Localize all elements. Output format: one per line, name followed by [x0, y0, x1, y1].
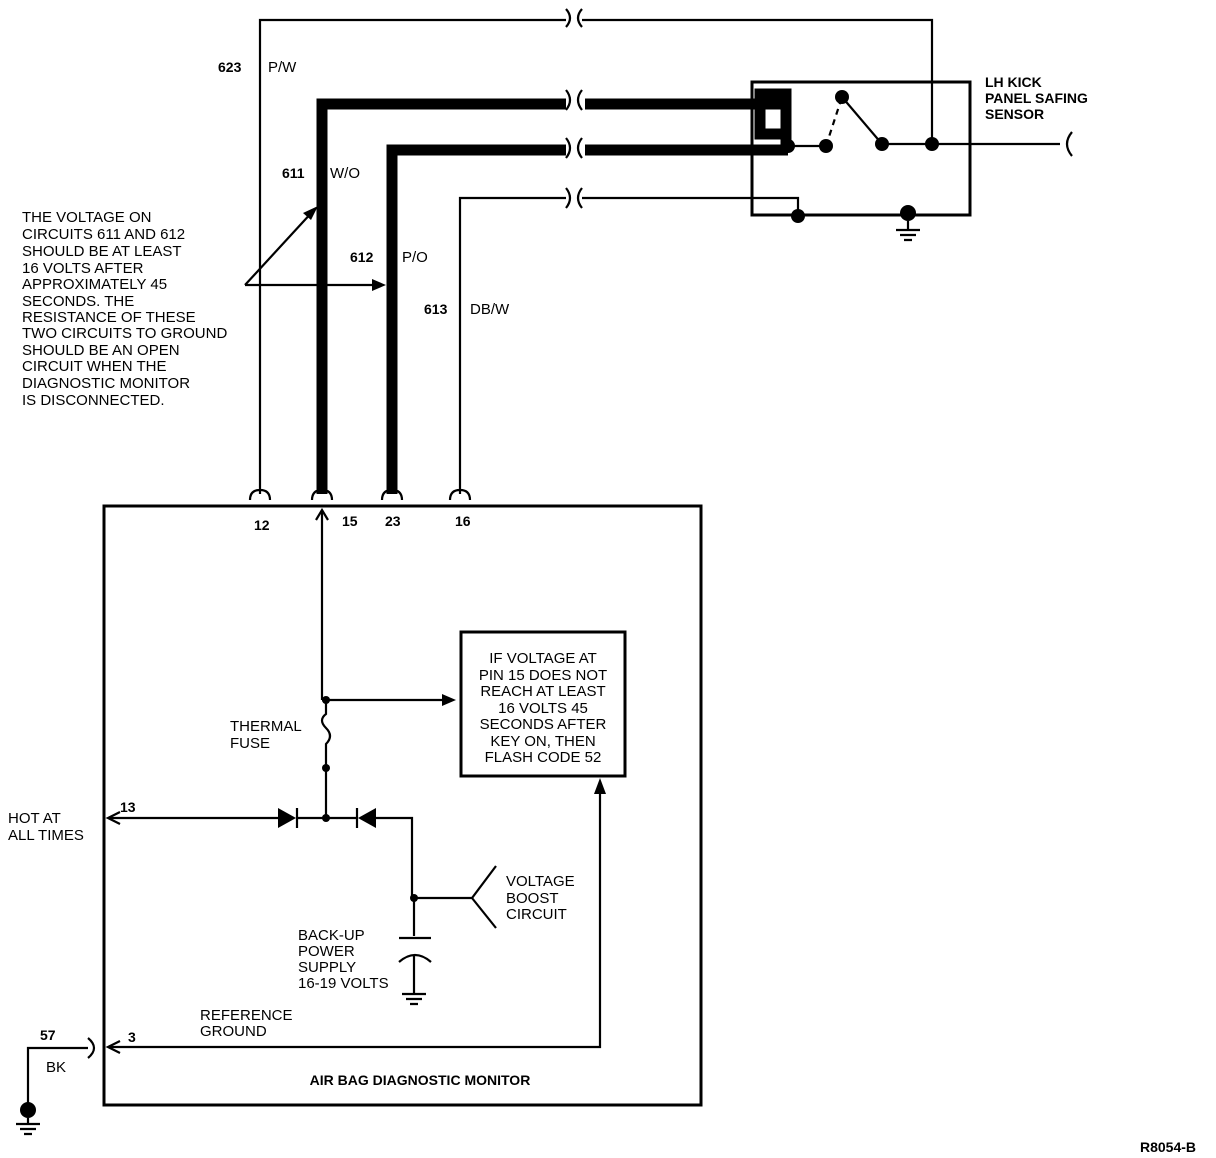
- circuit-612-color: P/O: [402, 249, 428, 266]
- safing-sensor-switch: [781, 90, 1073, 223]
- svg-text:SHOULD BE AN OPEN: SHOULD BE AN OPEN: [22, 342, 180, 359]
- pin-3-label: 3: [128, 1029, 136, 1045]
- svg-text:16 VOLTS 45: 16 VOLTS 45: [498, 700, 588, 717]
- hot-at-label-2: ALL TIMES: [8, 827, 84, 844]
- sensor-title-line-1: LH KICK: [985, 74, 1042, 90]
- figure-id: R8054-B: [1140, 1139, 1196, 1155]
- safing-sensor-contact: [754, 88, 792, 140]
- svg-text:SECONDS. THE: SECONDS. THE: [22, 293, 134, 310]
- voltage-boost-label-3: CIRCUIT: [506, 906, 567, 923]
- svg-text:RESISTANCE OF THESE: RESISTANCE OF THESE: [22, 309, 196, 326]
- svg-text:CIRCUITS 611 AND 612: CIRCUITS 611 AND 612: [22, 226, 185, 243]
- svg-text:THE VOLTAGE ON: THE VOLTAGE ON: [22, 209, 151, 226]
- svg-text:SECONDS AFTER: SECONDS AFTER: [480, 716, 607, 733]
- thermal-fuse-label-1: THERMAL: [230, 718, 302, 735]
- backup-label-3: SUPPLY: [298, 959, 356, 976]
- circuit-612-number: 612: [350, 249, 374, 265]
- voltage-boost-label-1: VOLTAGE: [506, 873, 575, 890]
- circuit-623-number: 623: [218, 59, 242, 75]
- circuit-613-wire: [458, 196, 800, 494]
- svg-text:IS DISCONNECTED.: IS DISCONNECTED.: [22, 392, 165, 409]
- reference-ground-label-2: GROUND: [200, 1023, 267, 1040]
- thermal-fuse-label-2: FUSE: [230, 735, 270, 752]
- svg-text:CIRCUIT WHEN THE: CIRCUIT WHEN THE: [22, 358, 166, 375]
- safing-sensor-box: [750, 80, 972, 217]
- circuit-611-color: W/O: [330, 165, 360, 182]
- hot-at-all-times-line: [105, 808, 414, 898]
- backup-label-1: BACK-UP: [298, 927, 365, 944]
- hot-at-label-1: HOT AT: [8, 810, 61, 827]
- svg-text:APPROXIMATELY 45: APPROXIMATELY 45: [22, 276, 167, 293]
- circuit-613-color: DB/W: [470, 301, 510, 318]
- inline-connectors: [565, 8, 583, 209]
- backup-label-2: POWER: [298, 943, 355, 960]
- svg-text:PIN 15 DOES NOT: PIN 15 DOES NOT: [479, 667, 607, 684]
- svg-text:IF VOLTAGE AT: IF VOLTAGE AT: [489, 650, 597, 667]
- circuit-611-number: 611: [282, 165, 305, 181]
- pin-13-label: 13: [120, 799, 136, 815]
- voltage-boost-label-2: BOOST: [506, 890, 559, 907]
- pin-15-internal-line: [315, 507, 456, 706]
- svg-text:DIAGNOSTIC MONITOR: DIAGNOSTIC MONITOR: [22, 375, 190, 392]
- thermal-fuse-icon: [320, 700, 332, 818]
- svg-text:REACH AT LEAST: REACH AT LEAST: [480, 683, 605, 700]
- sensor-ground-icon: [896, 205, 920, 242]
- ground-circuit-color: BK: [46, 1059, 66, 1076]
- svg-text:KEY ON, THEN: KEY ON, THEN: [490, 733, 595, 750]
- svg-text:TWO CIRCUITS TO GROUND: TWO CIRCUITS TO GROUND: [22, 325, 227, 342]
- svg-text:16 VOLTS AFTER: 16 VOLTS AFTER: [22, 260, 144, 277]
- pin-23-label: 23: [385, 513, 401, 529]
- ground-circuit-number: 57: [40, 1027, 56, 1043]
- flash-code-note: IF VOLTAGE AT PIN 15 DOES NOT REACH AT L…: [479, 650, 607, 766]
- voltage-boost-junction: [410, 865, 497, 929]
- reference-ground-line: [105, 778, 606, 1054]
- pin-16-label: 16: [455, 513, 471, 529]
- pin-15-label: 15: [342, 513, 358, 529]
- sensor-title-line-3: SENSOR: [985, 106, 1044, 122]
- svg-text:FLASH CODE 52: FLASH CODE 52: [485, 749, 602, 766]
- circuit-623-wire: [258, 18, 934, 494]
- flash-code-note-box: [459, 630, 627, 778]
- diagnostic-monitor-box: [102, 504, 703, 1107]
- circuit-623-color: P/W: [268, 59, 297, 76]
- sensor-title-line-2: PANEL SAFING: [985, 90, 1088, 106]
- circuit-613-number: 613: [424, 301, 448, 317]
- capacitor-icon: [398, 898, 432, 1006]
- voltage-note-arrows: [244, 206, 386, 291]
- pin-12-label: 12: [254, 517, 270, 533]
- circuit-612-wire: [386, 144, 788, 494]
- external-ground-circuit: [16, 1037, 96, 1136]
- voltage-note: THE VOLTAGE ON CIRCUITS 611 AND 612 SHOU…: [22, 209, 227, 409]
- reference-ground-label-1: REFERENCE: [200, 1007, 293, 1024]
- monitor-pin-connectors: [248, 488, 472, 501]
- monitor-title: AIR BAG DIAGNOSTIC MONITOR: [310, 1072, 531, 1088]
- backup-label-4: 16-19 VOLTS: [298, 975, 389, 992]
- svg-text:SHOULD BE AT LEAST: SHOULD BE AT LEAST: [22, 243, 182, 260]
